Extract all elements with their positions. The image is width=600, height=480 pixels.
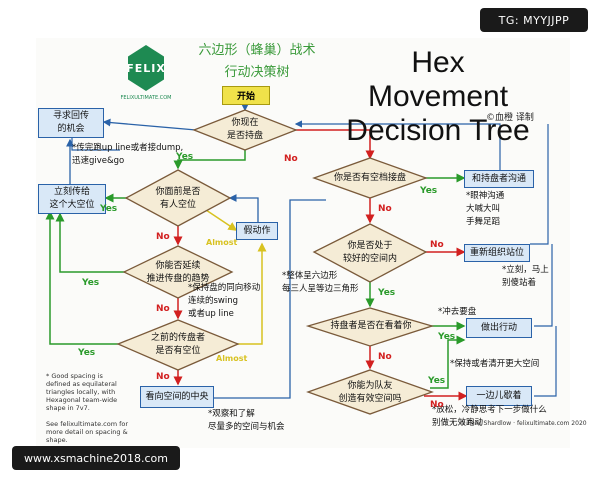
- spacing-footnote: * Good spacing is defined as equilateral…: [46, 372, 129, 444]
- label-no-6: No: [156, 372, 170, 382]
- chinese-title-line1: 六边形（蜂巢）战术: [198, 43, 316, 58]
- note-cut-for-disc: *冲去要盘: [438, 307, 477, 317]
- label-yes-2: Yes: [100, 204, 118, 214]
- logo-site-text: FELIXULTIMATE.COM: [120, 95, 172, 101]
- action-seek-return: 寻求回传 的机会: [38, 108, 104, 138]
- label-no-4: No: [156, 304, 170, 314]
- note-keep-space: *保持或者清开更大空间: [450, 359, 540, 369]
- decision-open-to-receive: [312, 157, 428, 199]
- note-swing: *保持盘的同向移动 连续的swing 或者up line: [188, 283, 261, 319]
- label-yes-4: Yes: [82, 278, 100, 288]
- note-dump-give-go: *传完跑up line或者接dump, 迅速give&go: [72, 143, 184, 166]
- decision-open-space-ahead: [124, 169, 232, 227]
- label-almost-1: Almost: [206, 238, 238, 247]
- decision-continue-flow-text: 你能否延续 推进传盘的趋势: [146, 261, 210, 284]
- decision-holding-disc-text: 你现在 是否持盘: [226, 118, 263, 141]
- label-no-7: No: [378, 352, 392, 362]
- action-reposition: 重新组织站位: [464, 244, 530, 262]
- start-node: 开始: [222, 86, 270, 105]
- label-yes-6: Yes: [78, 348, 96, 358]
- page-title: Hex Movement Decision Tree: [346, 46, 530, 147]
- site-watermark: www.xsmachine2018.com: [12, 446, 180, 470]
- label-yes-3: Yes: [420, 186, 438, 196]
- label-no-3: No: [378, 204, 392, 214]
- tg-watermark: TG: MYYJJPP: [480, 8, 588, 32]
- chinese-title: 六边形（蜂巢）战术 行动决策树: [186, 40, 328, 84]
- label-no-8: No: [430, 400, 444, 410]
- translator-credit: ©血橙 译制: [486, 113, 534, 123]
- action-cut: 做出行动: [466, 318, 532, 338]
- footer-credit: © Felix Shardlow · felixultimate.com 202…: [460, 420, 587, 427]
- decision-create-space-text: 你能为队友 创造有效空间吗: [338, 381, 402, 404]
- action-look-middle: 看向空间的中央: [140, 386, 214, 408]
- decision-continue-flow: [122, 245, 234, 299]
- decision-open-space-ahead-text: 你面前是否 有人空位: [155, 187, 201, 210]
- decision-holding-disc: [192, 109, 298, 151]
- note-eye-contact: *眼神沟通 大喊大叫 手舞足蹈: [466, 191, 505, 227]
- decision-handler-looking: [305, 307, 435, 347]
- decision-good-space-text: 你是否处于 较好的空间内: [342, 241, 397, 264]
- action-communicate: 和持盘者沟通: [464, 170, 534, 188]
- diagram-canvas: [36, 38, 570, 448]
- label-yes-8: Yes: [428, 376, 446, 386]
- label-yes-7: Yes: [438, 332, 456, 342]
- decision-create-space: [306, 369, 434, 415]
- label-no-2: No: [156, 232, 170, 242]
- decision-previous-thrower-open: [116, 319, 240, 371]
- label-no-5: No: [430, 240, 444, 250]
- label-yes-1: Yes: [176, 152, 194, 162]
- decision-previous-thrower-text: 之前的传盘者 是否有空位: [150, 333, 205, 356]
- action-give-to-space: 立刻传给 这个大空位: [38, 184, 106, 214]
- label-almost-2: Almost: [216, 354, 248, 363]
- note-observe: *观察和了解 尽量多的空间与机会: [208, 409, 285, 432]
- decision-handler-looking-text: 持盘者是否在看着你: [330, 321, 412, 331]
- label-no-1: No: [284, 154, 298, 164]
- decision-open-to-receive-text: 你是否有空档接盘: [333, 173, 406, 183]
- decision-good-space: [312, 223, 428, 283]
- note-instant: *立刻，马上 别傻站着: [502, 265, 549, 288]
- note-relax: *放松，冷静思考下一步做什么 别做无效跑动: [432, 405, 547, 428]
- label-yes-5: Yes: [378, 288, 396, 298]
- action-fake: 假动作: [236, 222, 278, 240]
- note-hex-shape: *整体呈六边形 每三人呈等边三角形: [282, 271, 359, 294]
- chinese-title-line2: 行动决策树: [224, 65, 290, 80]
- action-aside: 一边儿歇着: [466, 386, 532, 406]
